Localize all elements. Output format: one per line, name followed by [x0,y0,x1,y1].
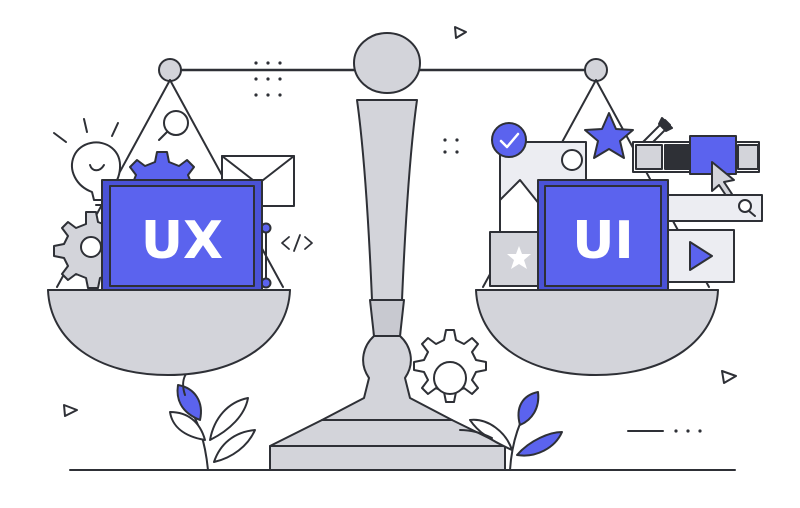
ui-card: UI [537,179,669,293]
magnifier-icon [158,110,189,141]
toggle-icon [632,135,760,175]
triangle-icon [63,404,78,417]
play-button-icon [661,229,735,283]
leaf-icon [459,391,563,471]
gear-icon [413,329,487,403]
triangle-icon [454,26,467,39]
dot-grid-icon [443,138,459,154]
ux-card: UX [101,179,263,293]
dot-grid-icon [254,61,282,97]
star-icon [584,112,634,159]
ui-label: UI [572,211,634,271]
right-pan [475,289,719,376]
triangle-icon [721,370,737,384]
checkmark-badge-icon [491,122,527,158]
scale-stand [269,32,506,471]
ux-label: UX [141,211,223,271]
leaf-icon [169,367,256,471]
code-icon [281,234,313,252]
left-pan [47,289,291,376]
